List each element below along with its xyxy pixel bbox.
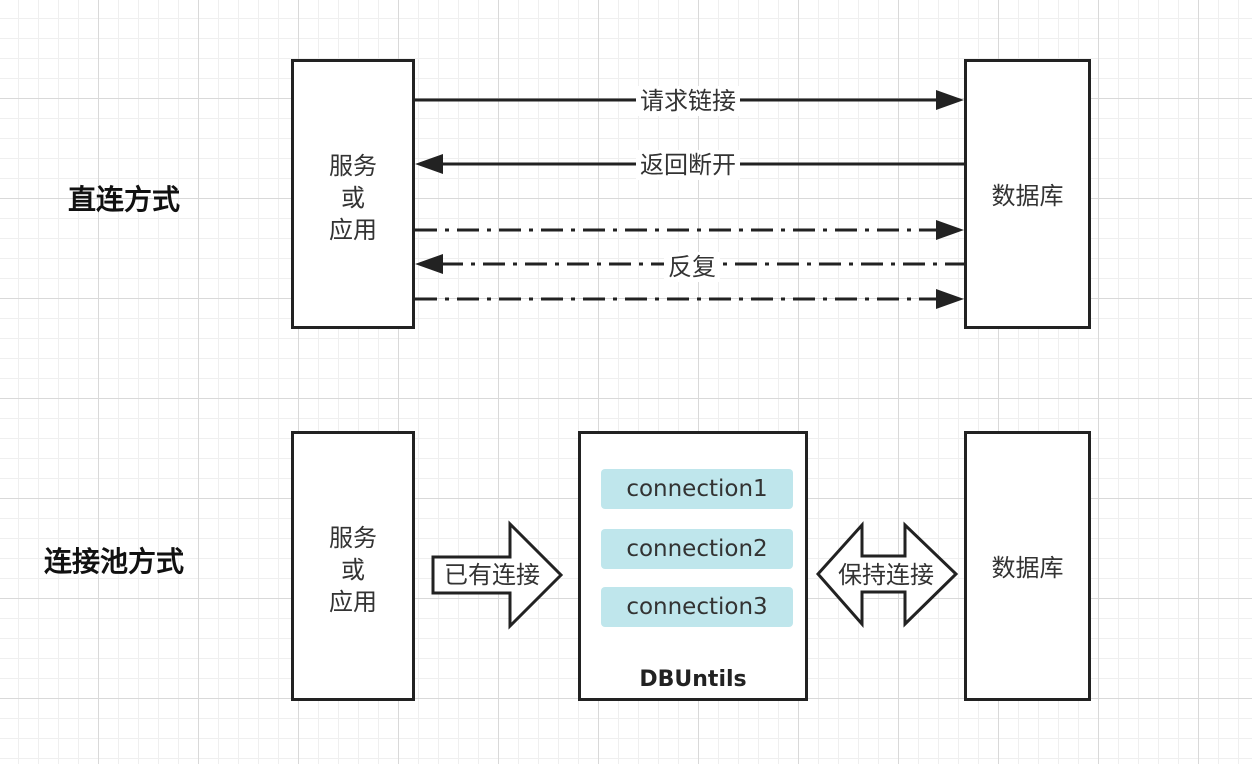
app-box-line1: 服务	[329, 524, 377, 552]
direct-mode-title: 直连方式	[68, 183, 181, 216]
db-box-label: 数据库	[991, 554, 1064, 582]
keep-connection-double-arrow	[815, 521, 959, 628]
repeat-arrowhead-1	[936, 220, 964, 240]
connection-pool-box: connection1 connection2 connection3 DBUn…	[578, 431, 808, 701]
db-box-top: 数据库	[964, 59, 1091, 329]
repeat-arrowhead-2	[415, 254, 443, 274]
app-box-line3: 应用	[329, 216, 377, 244]
repeat-label: 反复	[664, 252, 720, 282]
pool-connection-item: connection1	[601, 469, 793, 509]
return-arrowhead	[415, 154, 443, 174]
request-arrowhead	[936, 90, 964, 110]
pool-connection-item: connection3	[601, 587, 793, 627]
keep-connection-label: 保持连接	[838, 561, 934, 589]
return-disconnect-label: 返回断开	[636, 150, 740, 180]
pool-mode-title: 连接池方式	[44, 545, 185, 578]
pool-name-label: DBUntils	[639, 667, 747, 692]
app-box-line2: 或	[341, 184, 365, 212]
db-box-bottom: 数据库	[964, 431, 1091, 701]
db-box-label: 数据库	[991, 182, 1064, 210]
pool-connection-item: connection2	[601, 529, 793, 569]
existing-connection-block-arrow	[431, 520, 564, 630]
repeat-arrowhead-3	[936, 289, 964, 309]
app-box-top: 服务 或 应用	[291, 59, 415, 329]
app-box-bottom: 服务 或 应用	[291, 431, 415, 701]
request-link-label: 请求链接	[636, 86, 740, 116]
app-box-line1: 服务	[329, 152, 377, 180]
app-box-line3: 应用	[329, 588, 377, 616]
app-box-line2: 或	[341, 556, 365, 584]
existing-connection-label: 已有连接	[444, 561, 540, 589]
